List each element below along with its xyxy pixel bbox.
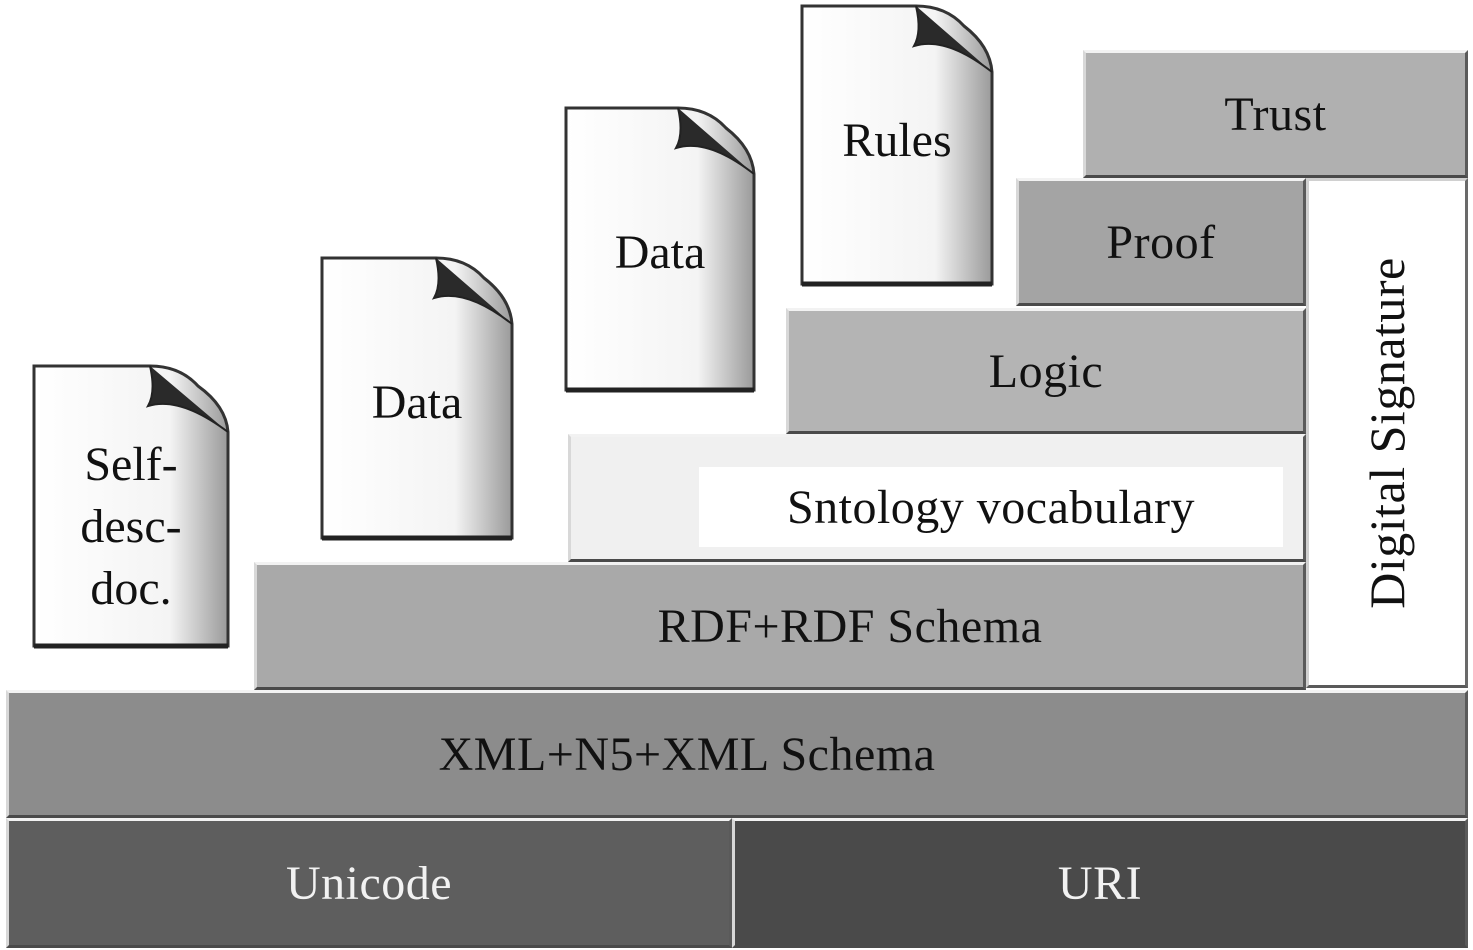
uri-label: URI [1057,856,1143,910]
ontology-label-box: Sntology vocabulary [699,467,1283,547]
data-doc-icon: Data [562,104,758,396]
uri-layer: URI [732,818,1468,948]
xml-label: XML+N5+XML Schema [438,727,936,781]
logic-label: Logic [988,344,1104,398]
unicode-label: Unicode [285,856,453,910]
data-doc-icon: Data [318,254,516,544]
unicode-layer: Unicode [6,818,732,948]
rules-doc-icon: Rules [798,2,996,290]
ontology-label: Sntology vocabulary [786,480,1196,534]
data-doc-label: Data [371,376,463,429]
rdf-layer: RDF+RDF Schema [254,562,1306,690]
xml-layer: XML+N5+XML Schema [6,690,1468,818]
proof-label: Proof [1106,215,1216,269]
self-desc-doc-icon: Self- desc- doc. [30,362,232,652]
trust-label: Trust [1224,87,1327,141]
self-desc-doc-line-2: desc- [80,500,182,553]
digital-signature-label: Digital Signature [1359,257,1415,609]
logic-layer: Logic [786,308,1306,434]
rdf-label: RDF+RDF Schema [657,599,1043,653]
proof-layer: Proof [1016,178,1306,306]
self-desc-doc-line-1: Self- [84,438,178,491]
rules-doc-label: Rules [842,114,952,167]
self-desc-doc-line-3: doc. [90,562,172,615]
digital-signature-layer: Digital Signature [1306,178,1468,688]
ontology-layer: Sntology vocabulary [568,434,1306,562]
data-doc-label: Data [614,226,706,279]
trust-layer: Trust [1083,50,1468,178]
